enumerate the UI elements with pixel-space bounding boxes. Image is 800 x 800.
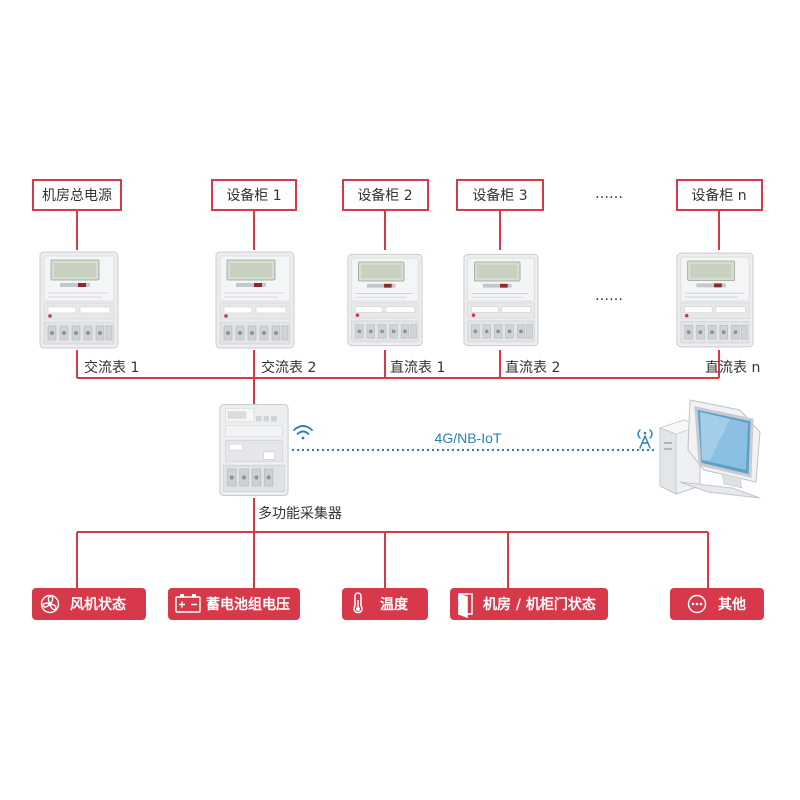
ellipsis-top: …… (595, 186, 623, 202)
source-label: 设备柜 n (691, 187, 746, 204)
sensor-label: 温度 (380, 596, 409, 613)
collector-label: 多功能采集器 (258, 505, 342, 522)
sensor-label: 其他 (718, 596, 746, 613)
more-icon (687, 594, 707, 614)
fan-icon (40, 594, 60, 614)
source-box-main-power: 机房总电源 (32, 179, 122, 211)
ellipsis-middle: …… (595, 288, 623, 304)
sensor-other: 其他 (670, 588, 764, 620)
battery-icon (175, 594, 201, 613)
source-label: 设备柜 2 (357, 187, 412, 204)
meter-label: 直流表 n (705, 359, 760, 376)
multifunction-collector (219, 404, 289, 496)
computer-terminal (658, 399, 761, 499)
meter-dc-1 (347, 253, 423, 347)
source-connectors (76, 210, 720, 250)
meter-ac-2 (215, 251, 295, 349)
source-label: 机房总电源 (42, 188, 112, 204)
meter-dc-2 (463, 253, 539, 347)
sensor-label: 蓄电池组电压 (206, 596, 290, 613)
source-label: 设备柜 1 (226, 187, 281, 204)
sensor-label: 机房 / 机柜门状态 (483, 596, 596, 613)
source-label: 设备柜 3 (472, 187, 527, 204)
meter-ac-1 (39, 251, 119, 349)
sensor-label: 风机状态 (70, 596, 126, 613)
sensor-door-status: 机房 / 机柜门状态 (450, 588, 608, 620)
thermometer-icon (353, 592, 363, 614)
link-label: 4G/NB-IoT (435, 430, 502, 446)
source-box-cabinet-n: 设备柜 n (676, 179, 763, 211)
antenna-tower-icon (637, 429, 653, 449)
sensor-connectors (76, 532, 709, 588)
sensor-temperature: 温度 (342, 588, 428, 620)
meter-label: 直流表 1 (390, 359, 445, 376)
source-box-cabinet-3: 设备柜 3 (456, 179, 544, 211)
meter-to-bus-connectors (76, 350, 720, 378)
meter-dc-n (676, 252, 754, 348)
wifi-icon (293, 425, 313, 440)
meter-label: 交流表 2 (261, 359, 316, 376)
meter-label: 直流表 2 (505, 359, 560, 376)
meter-label: 交流表 1 (84, 359, 139, 376)
source-box-cabinet-2: 设备柜 2 (342, 179, 429, 211)
sensor-fan-status: 风机状态 (32, 588, 146, 620)
sensor-battery-voltage: 蓄电池组电压 (168, 588, 300, 620)
door-icon (458, 592, 473, 619)
source-box-cabinet-1: 设备柜 1 (211, 179, 297, 211)
